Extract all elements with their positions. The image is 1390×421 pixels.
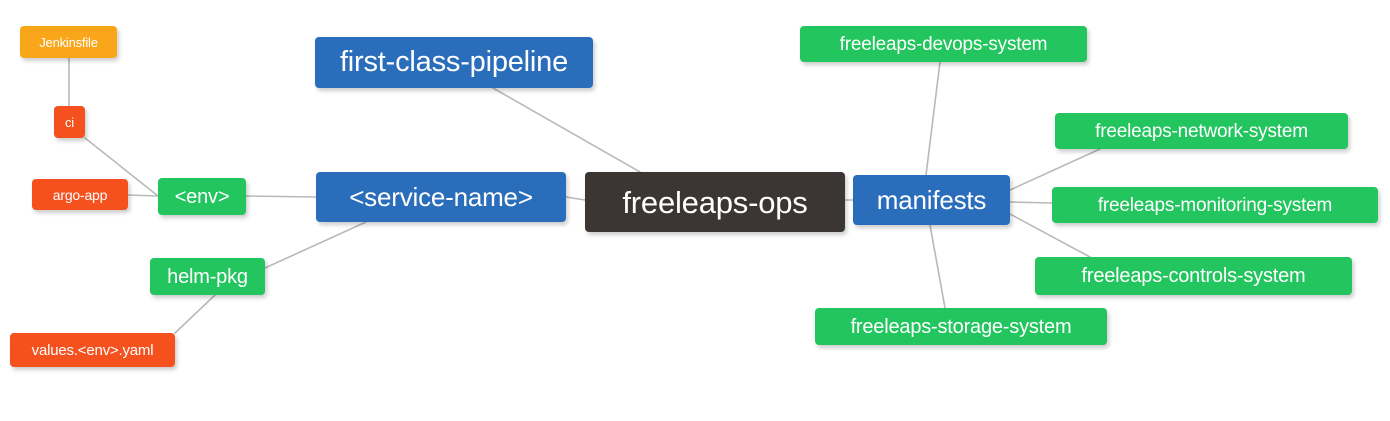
edge-manifests-monitoring bbox=[1009, 201, 1053, 204]
node-freeleaps-controls-system[interactable]: freeleaps-controls-system bbox=[1035, 257, 1352, 295]
edge-env-servicename bbox=[245, 195, 317, 198]
node-label: freeleaps-monitoring-system bbox=[1097, 194, 1333, 216]
node-label: argo-app bbox=[52, 186, 108, 203]
edge-argoapp-env bbox=[127, 194, 159, 197]
node-jenkinsfile[interactable]: Jenkinsfile bbox=[20, 26, 117, 58]
node-label: freeleaps-storage-system bbox=[850, 315, 1072, 338]
node-freeleaps-storage-system[interactable]: freeleaps-storage-system bbox=[815, 308, 1107, 345]
edge-values-helmpkg bbox=[174, 294, 216, 334]
node-label: freeleaps-devops-system bbox=[839, 33, 1048, 55]
node-label: Jenkinsfile bbox=[39, 34, 98, 50]
edge-manifests-storage bbox=[929, 224, 946, 309]
node-freeleaps-ops[interactable]: freeleaps-ops bbox=[585, 172, 845, 232]
node-label: manifests bbox=[876, 185, 987, 215]
node-helm-pkg[interactable]: helm-pkg bbox=[150, 258, 265, 295]
node-manifests[interactable]: manifests bbox=[853, 175, 1010, 225]
node-service-name[interactable]: <service-name> bbox=[316, 172, 566, 222]
edge-pipeline-freeleapsops bbox=[492, 87, 641, 173]
node-ci[interactable]: ci bbox=[54, 106, 85, 138]
node-freeleaps-network-system[interactable]: freeleaps-network-system bbox=[1055, 113, 1348, 149]
node-label: freeleaps-controls-system bbox=[1081, 265, 1306, 287]
node-label: values.<env>.yaml bbox=[31, 341, 154, 359]
node-freeleaps-devops-system[interactable]: freeleaps-devops-system bbox=[800, 26, 1087, 62]
node-env[interactable]: <env> bbox=[158, 178, 246, 215]
node-values-env-yaml[interactable]: values.<env>.yaml bbox=[10, 333, 175, 367]
node-label: freeleaps-ops bbox=[622, 184, 808, 220]
edge-servicename-freeleapsops bbox=[565, 196, 586, 201]
node-label: helm-pkg bbox=[167, 265, 248, 288]
node-freeleaps-monitoring-system[interactable]: freeleaps-monitoring-system bbox=[1052, 187, 1378, 223]
node-argo-app[interactable]: argo-app bbox=[32, 179, 128, 210]
node-label: <env> bbox=[174, 185, 230, 208]
node-first-class-pipeline[interactable]: first-class-pipeline bbox=[315, 37, 593, 88]
edge-helmpkg-servicename bbox=[264, 221, 367, 269]
node-label: first-class-pipeline bbox=[339, 46, 569, 78]
edge-manifests-devops bbox=[925, 61, 941, 176]
node-label: ci bbox=[65, 114, 74, 130]
node-label: freeleaps-network-system bbox=[1095, 120, 1308, 142]
edge-manifests-network bbox=[1009, 148, 1101, 191]
node-label: <service-name> bbox=[349, 182, 533, 212]
